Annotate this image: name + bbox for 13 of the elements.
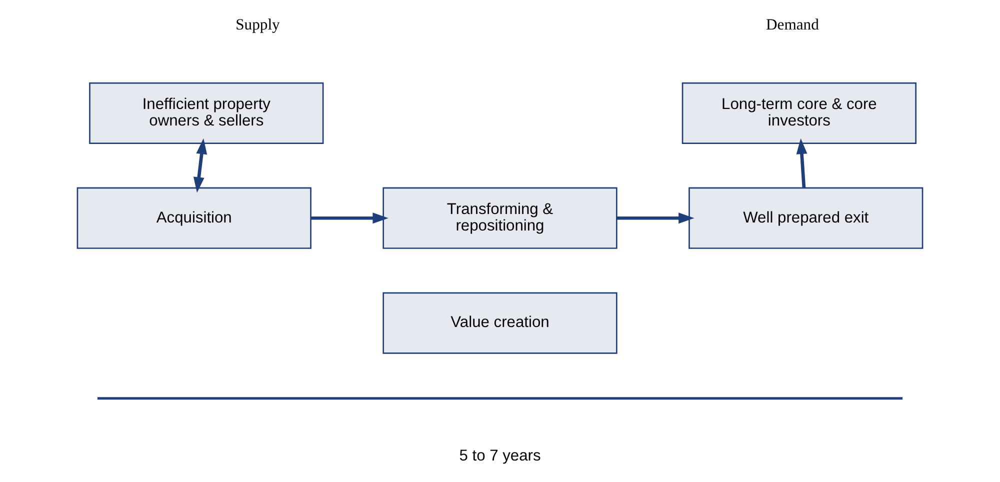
arrow xyxy=(796,138,808,188)
node-box: Acquisition xyxy=(76,187,312,249)
node-box: Transforming & repositioning xyxy=(382,187,618,249)
node-box: Inefficient property owners & sellers xyxy=(89,82,324,144)
label: Supply xyxy=(236,16,280,34)
label: 5 to 7 years xyxy=(459,448,541,465)
label: Demand xyxy=(766,16,819,34)
node-box: Value creation xyxy=(382,292,618,354)
node-box: Long-term core & core investors xyxy=(682,82,916,144)
arrow xyxy=(310,212,388,224)
arrow xyxy=(616,212,694,224)
node-box: Well prepared exit xyxy=(688,187,924,249)
arrow xyxy=(193,138,208,193)
